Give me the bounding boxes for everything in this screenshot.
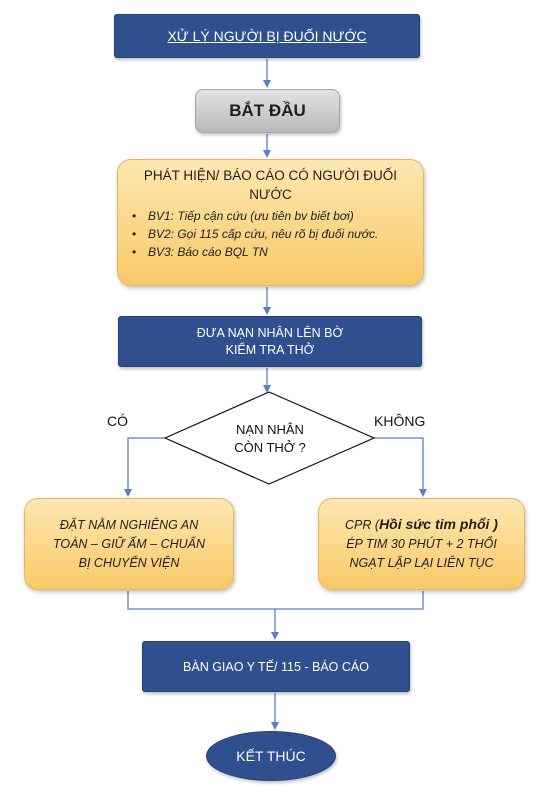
arrow-no-branch [374, 437, 427, 497]
yes-label: CÓ [107, 413, 128, 429]
pull-victim-line1: ĐƯA NẠN NHÂN LÊN BỜ [196, 325, 344, 340]
handover-node: BÀN GIAO Y TẾ/ 115 - BÁO CÁO [142, 641, 410, 692]
detect-steps-list: BV1: Tiếp cận cứu (ưu tiên bv biết bơi) … [130, 207, 411, 261]
cpr-heading: CPR (Hồi sức tim phổi ) [345, 515, 498, 535]
detect-title-line2: NƯỚC [249, 187, 292, 202]
start-label: BẮT ĐẦU [229, 101, 306, 120]
merge-line [127, 591, 424, 610]
decision-line1: NẠN NHÂN [236, 422, 304, 437]
recovery-position-node: ĐẶT NẰM NGHIÊNG AN TOÀN – GIỮ ẤM – CHUẨN… [24, 498, 234, 590]
detect-title: PHÁT HIỆN/ BÁO CÁO CÓ NGƯỜI ĐUỐI NƯỚC [130, 166, 411, 204]
detect-step-3: BV3: Báo cáo BQL TN [132, 243, 411, 261]
decision-diamond [163, 391, 376, 485]
pull-victim-line2: KIỂM TRA THỞ [225, 342, 315, 357]
cpr-prefix: CPR ( [345, 518, 380, 532]
start-node: BẮT ĐẦU [195, 89, 340, 133]
recovery-line1: ĐẶT NẰM NGHIÊNG AN [59, 517, 199, 532]
detect-step-1: BV1: Tiếp cận cứu (ưu tiên bv biết bơi) [132, 207, 411, 225]
cpr-line2: ÉP TIM 30 PHÚT + 2 THỔI [346, 537, 497, 551]
recovery-line3: BỊ CHUYỂN VIỆN [78, 555, 180, 570]
decision-text: NẠN NHÂN CÒN THỞ ? [196, 421, 344, 457]
flowchart-title-text: XỬ LÝ NGƯỜI BỊ ĐUỐI NƯỚC [167, 28, 367, 44]
end-node: KẾT THÚC [206, 731, 336, 781]
recovery-line2: TOÀN – GIỮ ẤM – CHUẨN [52, 536, 206, 551]
end-label: KẾT THÚC [236, 748, 306, 764]
detect-step-2: BV2: Gọi 115 cấp cứu, nêu rõ bị đuối nướ… [132, 225, 411, 243]
arrow-yes-branch [124, 437, 165, 497]
no-label: KHÔNG [374, 413, 426, 429]
handover-label: BÀN GIAO Y TẾ/ 115 - BÁO CÁO [183, 659, 369, 674]
flowchart-title: XỬ LÝ NGƯỜI BỊ ĐUỐI NƯỚC [114, 14, 420, 58]
cpr-node: CPR (Hồi sức tim phổi ) ÉP TIM 30 PHÚT +… [318, 498, 525, 590]
cpr-bold-text: Hồi sức tim phổi ) [379, 516, 498, 532]
detect-report-node: PHÁT HIỆN/ BÁO CÁO CÓ NGƯỜI ĐUỐI NƯỚC BV… [117, 159, 424, 286]
decision-line2: CÒN THỞ ? [234, 440, 306, 455]
cpr-line3: NGẠT LẶP LẠI LIÊN TỤC [349, 556, 494, 570]
pull-victim-node: ĐƯA NẠN NHÂN LÊN BỜ KIỂM TRA THỞ [118, 316, 422, 367]
detect-title-line1: PHÁT HIỆN/ BÁO CÁO CÓ NGƯỜI ĐUỐI [143, 168, 398, 183]
